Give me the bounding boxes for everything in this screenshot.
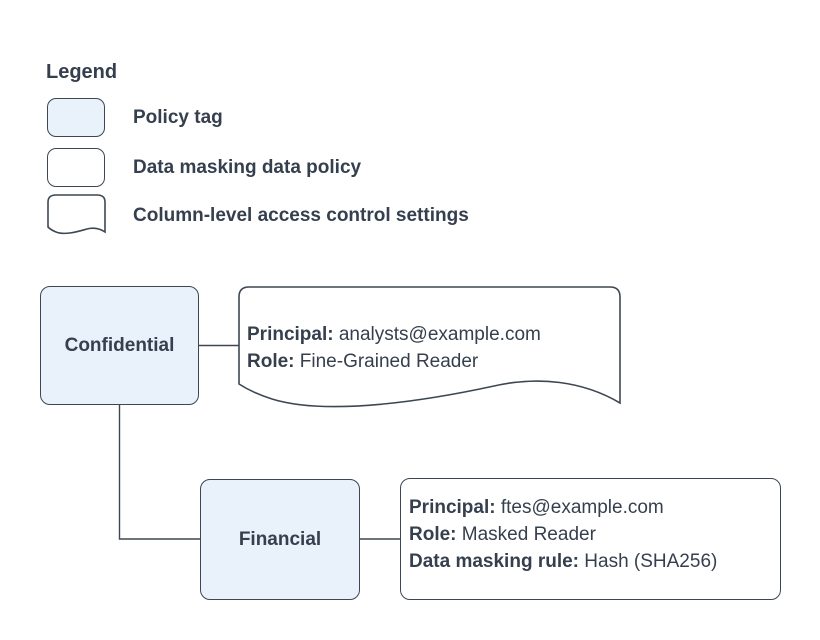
field-value: analysts@example.com (338, 324, 541, 345)
data-masking-policy-swatch (47, 148, 105, 187)
field-label: Role: (247, 351, 295, 372)
policy-tag-label: Financial (238, 528, 322, 550)
access-settings-note-shape (238, 286, 621, 408)
settings-line: Principal: ftes@example.com (409, 494, 717, 521)
legend-title: Legend (46, 61, 118, 83)
legend-item-column-access: Column-level access control settings (133, 205, 469, 226)
settings-line: Data masking rule: Hash (SHA256) (409, 548, 717, 575)
policy-tag-label: Confidential (64, 334, 175, 356)
field-label: Principal: (409, 497, 496, 518)
confidential-access-settings: Principal: analysts@example.com Role: Fi… (247, 321, 541, 375)
field-label: Role: (409, 524, 457, 545)
column-access-document-swatch (47, 194, 106, 235)
policy-tag-confidential: Confidential (40, 286, 199, 405)
financial-data-policy-settings: Principal: ftes@example.com Role: Masked… (409, 494, 717, 575)
policy-tag-financial: Financial (200, 479, 360, 600)
field-value: Hash (SHA256) (584, 551, 718, 572)
financial-data-policy-box: Principal: ftes@example.com Role: Masked… (400, 478, 781, 600)
settings-line: Role: Fine-Grained Reader (247, 348, 541, 375)
policy-tag-swatch (47, 98, 105, 137)
legend-item-policy-tag: Policy tag (133, 106, 223, 128)
legend-item-data-masking-policy: Data masking data policy (133, 156, 362, 178)
settings-line: Role: Masked Reader (409, 521, 717, 548)
field-value: ftes@example.com (500, 497, 664, 518)
field-value: Fine-Grained Reader (299, 351, 479, 372)
field-label: Principal: (247, 324, 334, 345)
field-value: Masked Reader (461, 524, 596, 545)
field-label: Data masking rule: (409, 551, 579, 572)
connector-confidential-financial (118, 405, 200, 540)
settings-line: Principal: analysts@example.com (247, 321, 541, 348)
